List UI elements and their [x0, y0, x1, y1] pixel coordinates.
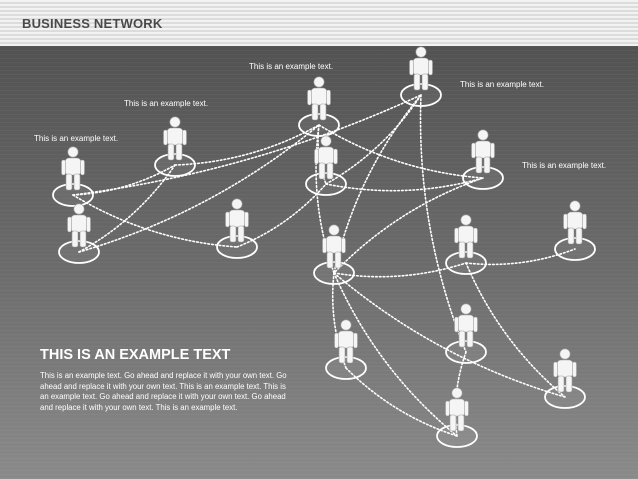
network-node: [462, 129, 504, 190]
network-node: [445, 214, 487, 275]
connector-line: [345, 367, 458, 437]
network-node: [544, 348, 586, 409]
person-icon: [454, 303, 478, 348]
connector-line: [78, 164, 176, 253]
person-icon: [61, 146, 85, 191]
connector-line: [465, 262, 566, 398]
connector-line: [318, 124, 484, 179]
person-icon: [307, 76, 331, 121]
node-ring: [544, 385, 586, 409]
connector-line: [78, 124, 320, 253]
background-stripes: [0, 46, 638, 479]
network-node: [445, 303, 487, 364]
person-icon: [553, 348, 577, 393]
node-ring: [216, 235, 258, 259]
node-ring: [313, 261, 355, 285]
network-node: [154, 116, 196, 177]
network-node: [52, 146, 94, 207]
node-ring: [462, 166, 504, 190]
connector-line: [333, 272, 566, 398]
person-icon: [334, 319, 358, 364]
text-block: THIS IS AN EXAMPLE TEXT This is an examp…: [40, 347, 295, 413]
person-icon: [322, 224, 346, 269]
person-icon: [454, 214, 478, 259]
node-ring: [445, 340, 487, 364]
page-title: BUSINESS NETWORK: [22, 16, 163, 31]
network-node: [400, 46, 442, 107]
connector-line: [325, 94, 422, 185]
network-node: [436, 387, 478, 448]
header-bar: BUSINESS NETWORK: [0, 0, 638, 46]
network-node: [305, 135, 347, 196]
person-icon: [445, 387, 469, 432]
person-nodes: [52, 46, 596, 448]
person-icon: [67, 203, 91, 248]
connector-line: [333, 177, 484, 274]
connector-line: [72, 164, 176, 196]
connector-line: [325, 177, 484, 192]
person-icon: [163, 116, 187, 161]
connector-line: [174, 124, 320, 166]
text-block-body: This is an example text. Go ahead and re…: [40, 371, 287, 412]
connector-line: [236, 183, 327, 248]
person-icon: [471, 129, 495, 174]
network-node: [298, 76, 340, 137]
node-ring: [554, 237, 596, 261]
node-label: This is an example text.: [249, 62, 334, 71]
connector-line: [72, 94, 422, 196]
person-icon: [409, 46, 433, 91]
node-ring: [325, 356, 367, 380]
network-node: [554, 200, 596, 261]
node-ring: [445, 251, 487, 275]
connector-line: [419, 94, 467, 353]
node-ring: [154, 153, 196, 177]
node-label: This is an example text.: [460, 80, 545, 89]
node-label: This is an example text.: [522, 161, 607, 170]
network-node: [325, 319, 367, 380]
connector-line: [333, 272, 458, 437]
node-ring: [305, 172, 347, 196]
network-node: [58, 203, 100, 264]
node-label: This is an example text.: [34, 134, 119, 143]
connector-line: [333, 94, 422, 274]
node-ring: [436, 424, 478, 448]
network-node: [313, 224, 355, 285]
connector-line: [72, 194, 238, 248]
person-icon: [563, 200, 587, 245]
node-label: This is an example text.: [124, 99, 209, 108]
connector-line: [465, 248, 576, 266]
node-ring: [52, 183, 94, 207]
node-ring: [400, 83, 442, 107]
network-node: [216, 198, 258, 259]
connector-line: [333, 262, 467, 278]
person-icon: [314, 135, 338, 180]
person-icon: [225, 198, 249, 243]
text-block-title: THIS IS AN EXAMPLE TEXT: [40, 347, 231, 363]
node-ring: [58, 240, 100, 264]
node-ring: [298, 113, 340, 137]
